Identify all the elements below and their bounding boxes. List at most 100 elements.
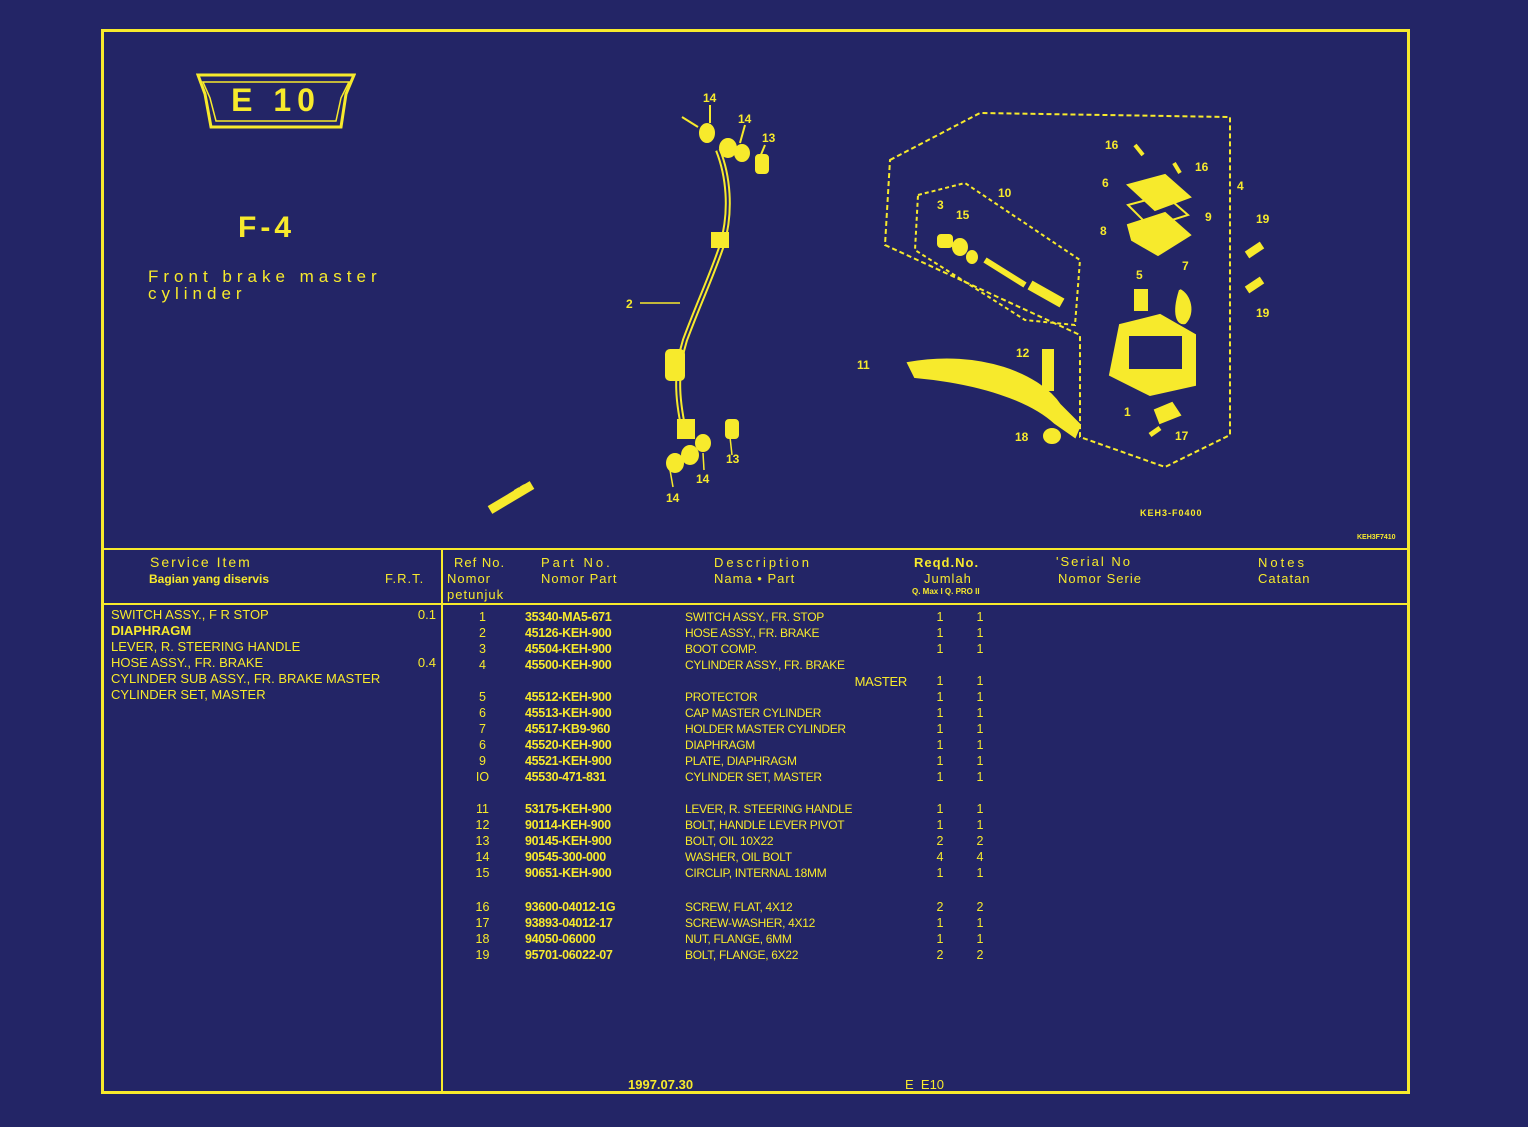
part-qty-1: 1 [936, 770, 944, 784]
part-qty-2: 1 [976, 626, 984, 640]
part-qty-2: 1 [976, 642, 984, 656]
part-ref-no: 14 [475, 850, 490, 864]
part-qty-1: 1 [936, 642, 944, 656]
part-description: MASTER [854, 673, 908, 689]
section-code: E 10 [231, 81, 321, 118]
header-reqd-no-id: Jumlah [924, 571, 972, 586]
header-ref-no-id: Nomor petunjuk [447, 571, 505, 602]
part-qty-1: 2 [936, 834, 944, 848]
part-description: BOLT, OIL 10X22 [685, 834, 774, 848]
header-notes-id: Catatan [1258, 571, 1311, 586]
part-qty-2: 1 [976, 690, 984, 704]
service-item-frt: 0.1 [417, 607, 436, 622]
service-item-list: SWITCH ASSY., F R STOP 0.1 DIAPHRAGM LEVE… [111, 607, 436, 703]
part-ref-no: 13 [475, 834, 490, 848]
part-ref-no: 19 [475, 948, 490, 962]
part-number: 45504-KEH-900 [525, 642, 612, 656]
part-qty-1: 2 [936, 900, 944, 914]
service-item-name: CYLINDER SET, MASTER [111, 687, 266, 702]
service-item-name: LEVER, R. STEERING HANDLE [111, 639, 301, 654]
svg-text:14: 14 [703, 91, 717, 105]
part-ref-no: 5 [479, 690, 486, 704]
part-description: DIAPHRAGM [685, 738, 755, 752]
svg-text:7: 7 [1182, 259, 1189, 273]
part-description: CIRCLIP, INTERNAL 18MM [685, 866, 827, 880]
part-qty-2: 1 [976, 754, 984, 768]
header-service-item-id: Bagian yang diservis [149, 572, 270, 586]
part-qty-2: 2 [976, 900, 984, 914]
header-serial-no: 'Serial No [1056, 554, 1132, 569]
part-description: LEVER, R. STEERING HANDLE [685, 802, 853, 816]
svg-text:16: 16 [1105, 138, 1119, 152]
part-description: WASHER, OIL BOLT [685, 850, 792, 864]
service-item-name: SWITCH ASSY., F R STOP [111, 607, 269, 622]
header-part-no: Part No. [541, 555, 613, 570]
part-qty-2: 1 [976, 610, 984, 624]
svg-text:2: 2 [626, 297, 633, 311]
svg-text:19: 19 [1256, 212, 1270, 226]
part-description: PLATE, DIAPHRAGM [685, 754, 797, 768]
service-item-frt: 0.4 [417, 655, 436, 670]
diagram-callouts: 14 14 13 2 13 14 14 16 16 6 4 9 8 10 3 1… [626, 91, 1270, 505]
part-qty-1: 1 [936, 916, 944, 930]
list-item: DIAPHRAGM [111, 623, 436, 639]
service-item-name: DIAPHRAGM [111, 623, 192, 638]
part-number: 93893-04012-17 [525, 916, 613, 930]
part-number: 45512-KEH-900 [525, 690, 612, 704]
svg-text:13: 13 [726, 452, 740, 466]
part-description: HOSE ASSY., FR. BRAKE [685, 626, 820, 640]
svg-text:17: 17 [1175, 429, 1189, 443]
part-description: BOOT COMP. [685, 642, 757, 656]
part-qty-2: 1 [976, 706, 984, 720]
part-number: 94050-06000 [525, 932, 596, 946]
svg-text:15: 15 [956, 208, 970, 222]
service-item-name: CYLINDER SUB ASSY., FR. BRAKE MASTER [111, 671, 381, 686]
part-qty-1: 1 [936, 738, 944, 752]
service-item-name: HOSE ASSY., FR. BRAKE [111, 655, 264, 670]
footer-page-code: E E10 [905, 1077, 945, 1092]
part-ref-no: 9 [479, 754, 486, 768]
part-ref-no: 18 [475, 932, 490, 946]
footer-date: 1997.07.30 [628, 1077, 694, 1092]
exploded-diagram: 14 14 13 2 13 14 14 16 16 6 4 9 8 10 3 1… [487, 91, 1270, 514]
part-description: HOLDER MASTER CYLINDER [685, 722, 846, 736]
part-description: CYLINDER ASSY., FR. BRAKE [685, 658, 845, 672]
part-description: CAP MASTER CYLINDER [685, 706, 822, 720]
group-code: F-4 [238, 211, 295, 244]
part-ref-no: 17 [475, 916, 490, 930]
header-serial-no-id: Nomor Serie [1058, 571, 1142, 586]
svg-text:1: 1 [1124, 405, 1131, 419]
part-number: 90545-300-000 [525, 850, 606, 864]
part-description: BOLT, FLANGE, 6X22 [685, 948, 799, 962]
list-item: CYLINDER SET, MASTER [111, 687, 436, 703]
part-number: 93600-04012-1G [525, 900, 616, 914]
part-number: 95701-06022-07 [525, 948, 613, 962]
part-number: 45520-KEH-900 [525, 738, 612, 752]
part-ref-no: 16 [475, 900, 490, 914]
part-ref-no: IO [475, 770, 490, 784]
part-ref-no: 15 [475, 866, 490, 880]
part-qty-2: 1 [976, 802, 984, 816]
part-qty-1: 1 [936, 754, 944, 768]
svg-text:3: 3 [937, 198, 944, 212]
svg-text:14: 14 [666, 491, 680, 505]
svg-text:9: 9 [1205, 210, 1212, 224]
master-cylinder-outline [883, 111, 1231, 469]
header-part-no-id: Nomor Part [541, 571, 618, 586]
page-frame [101, 29, 1410, 1094]
part-qty-2: 1 [976, 674, 984, 688]
part-qty-2: 1 [976, 866, 984, 880]
list-item: LEVER, R. STEERING HANDLE [111, 639, 436, 655]
